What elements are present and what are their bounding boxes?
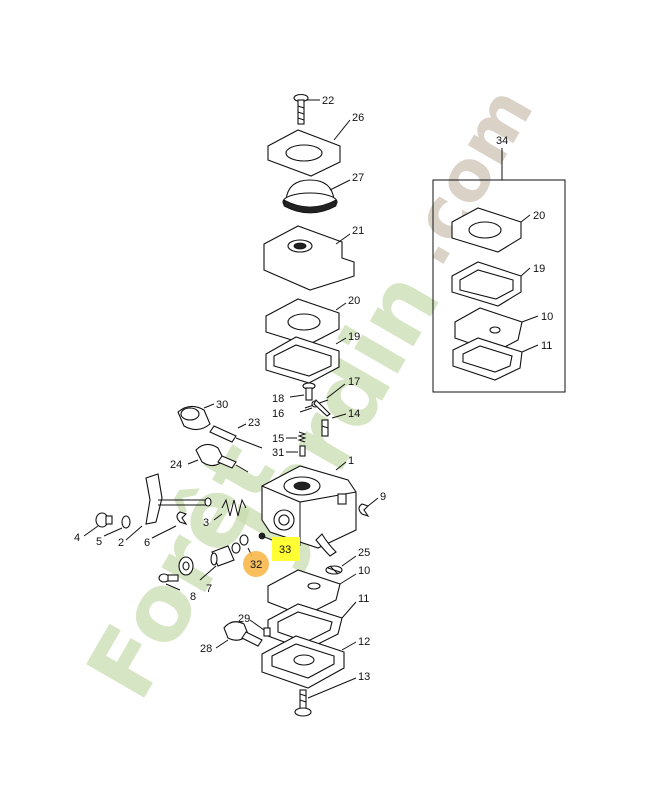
label-30: 30 [216,399,228,411]
highlight-32-circle [243,551,269,577]
label-26: 26 [352,112,364,124]
part-5-washer [103,515,131,537]
label-29: 29 [238,613,250,625]
label-14: 14 [348,408,360,420]
label-3: 3 [203,517,209,529]
watermark-suffix: .com [384,74,550,279]
leader-2 [125,525,143,541]
label-kit-19: 19 [533,263,545,275]
label-4: 4 [74,532,80,544]
part-20-diaphragm [265,298,347,346]
part-8-screw [158,556,194,591]
part-18-screw [289,382,316,401]
kit-34-box [432,148,566,393]
part-17-16-lever [299,383,346,417]
part-3-spring [213,498,247,521]
part-15-spring [286,431,307,443]
label-16: 16 [272,408,284,420]
highlight-33: 33 [272,537,300,561]
label-kit: 34 [496,135,508,147]
label-13: 13 [358,671,370,683]
label-12: 12 [358,636,370,648]
part-7-plug [199,545,235,581]
label-21: 21 [352,225,364,237]
label-9: 9 [380,491,386,503]
label-18: 18 [272,393,284,405]
label-28: 28 [200,643,212,655]
label-7: 7 [206,583,212,595]
part-1-carburetor-body [261,461,357,557]
part-23-screw [209,423,263,449]
part-24-adjust-screw [187,443,249,473]
part-19-gasket [265,336,347,384]
label-2: 2 [118,537,124,549]
label-kit-11: 11 [541,340,552,352]
part-31-pin [286,445,306,457]
part-13-screw [294,677,357,717]
label-17: 17 [348,376,360,388]
label-1: 1 [348,455,354,467]
part-11-diaphragm [267,601,357,651]
label-15: 15 [272,433,284,445]
label-5: 5 [96,536,102,548]
part-21-pump-body [263,225,355,291]
part-33 [258,532,273,541]
part-12-cover [261,635,357,689]
part-9-clip [358,497,379,518]
label-8: 8 [190,591,196,603]
throttle-shaft [145,473,212,525]
part-10-gasket [267,569,357,617]
part-28-screw [215,621,263,649]
label-10: 10 [358,565,370,577]
label-32: 32 [250,559,262,571]
label-20: 20 [348,295,360,307]
part-26-plate [267,119,351,177]
label-27: 27 [352,172,364,184]
label-23: 23 [248,417,260,429]
part-32-ring [231,534,253,557]
part-30-cap [177,403,215,431]
label-24: 24 [170,459,182,471]
part-22-screw [293,93,320,125]
label-6: 6 [144,537,150,549]
part-25-strainer [325,555,357,575]
highlight-32: 32 [243,551,269,577]
label-33: 33 [279,544,291,556]
part-6-clip [151,511,188,539]
label-19: 19 [348,331,360,343]
label-22: 22 [322,95,334,107]
part-14-needle [321,413,347,437]
label-11: 11 [358,593,369,605]
part-29-plug [249,619,271,637]
part-27-bulb [282,179,351,214]
part-4-screw [83,512,113,537]
label-kit-20: 20 [533,210,545,222]
label-kit-10: 10 [541,311,553,323]
label-25: 25 [358,547,370,559]
label-31: 31 [272,447,284,459]
highlight-33-box [272,537,300,561]
